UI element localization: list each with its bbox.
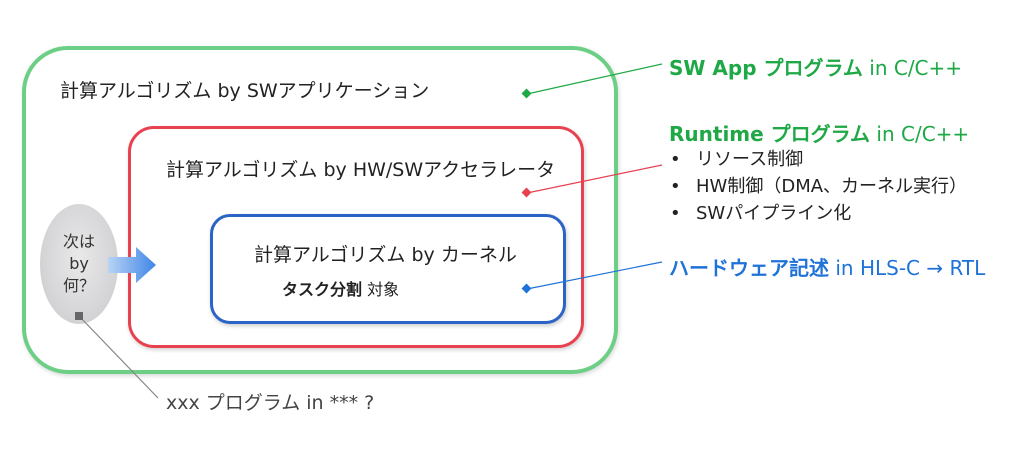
red-marker-icon <box>521 187 532 198</box>
inner-box-kernel <box>210 214 566 324</box>
list-item: •リソース制御 <box>670 149 804 170</box>
task-split-label: タスク分割 対象 <box>282 276 399 300</box>
runtime-bullet-list: •リソース制御 •HW制御（DMA、カーネル実行） •SWパイプライン化 <box>670 146 967 227</box>
bubble-text: 次は by 何？ <box>62 232 95 295</box>
gray-connector-line <box>78 315 159 399</box>
gray-marker-icon <box>75 312 83 320</box>
annotation-sw-app: SW App プログラム in C/C++ <box>669 52 962 81</box>
next-question-bubble: 次は by 何？ <box>40 204 118 324</box>
middle-box-label: 計算アルゴリズム by HW/SWアクセラレータ <box>166 159 556 181</box>
task-split-rest: 対象 <box>362 280 400 299</box>
blue-marker-icon <box>521 283 532 294</box>
sw-app-lang: in C/C++ <box>862 56 963 80</box>
blue-arrow-icon <box>108 247 156 283</box>
list-item: •HW制御（DMA、カーネル実行） <box>670 176 968 197</box>
hardware-lang: in HLS-C → RTL <box>829 256 986 280</box>
red-connector-line <box>526 164 663 194</box>
task-split-bold: タスク分割 <box>282 280 363 299</box>
inner-box-label: 計算アルゴリズム by カーネル <box>254 244 517 266</box>
green-marker-icon <box>521 88 532 99</box>
outer-box-label: 計算アルゴリズム by SWアプリケーション <box>60 80 430 102</box>
bottom-note: xxx プログラム in *** ? <box>166 392 375 414</box>
list-item: •SWパイプライン化 <box>670 203 852 224</box>
green-connector-line <box>526 63 663 95</box>
annotation-hardware: ハードウェア記述 in HLS-C → RTL <box>669 252 985 281</box>
annotation-runtime: Runtime プログラム in C/C++ <box>669 118 969 147</box>
blue-connector-line <box>526 261 663 290</box>
hardware-title: ハードウェア記述 <box>669 256 829 280</box>
sw-app-title: SW App プログラム <box>669 56 863 80</box>
runtime-lang: in C/C++ <box>870 122 970 146</box>
runtime-title: Runtime プログラム <box>669 122 871 146</box>
